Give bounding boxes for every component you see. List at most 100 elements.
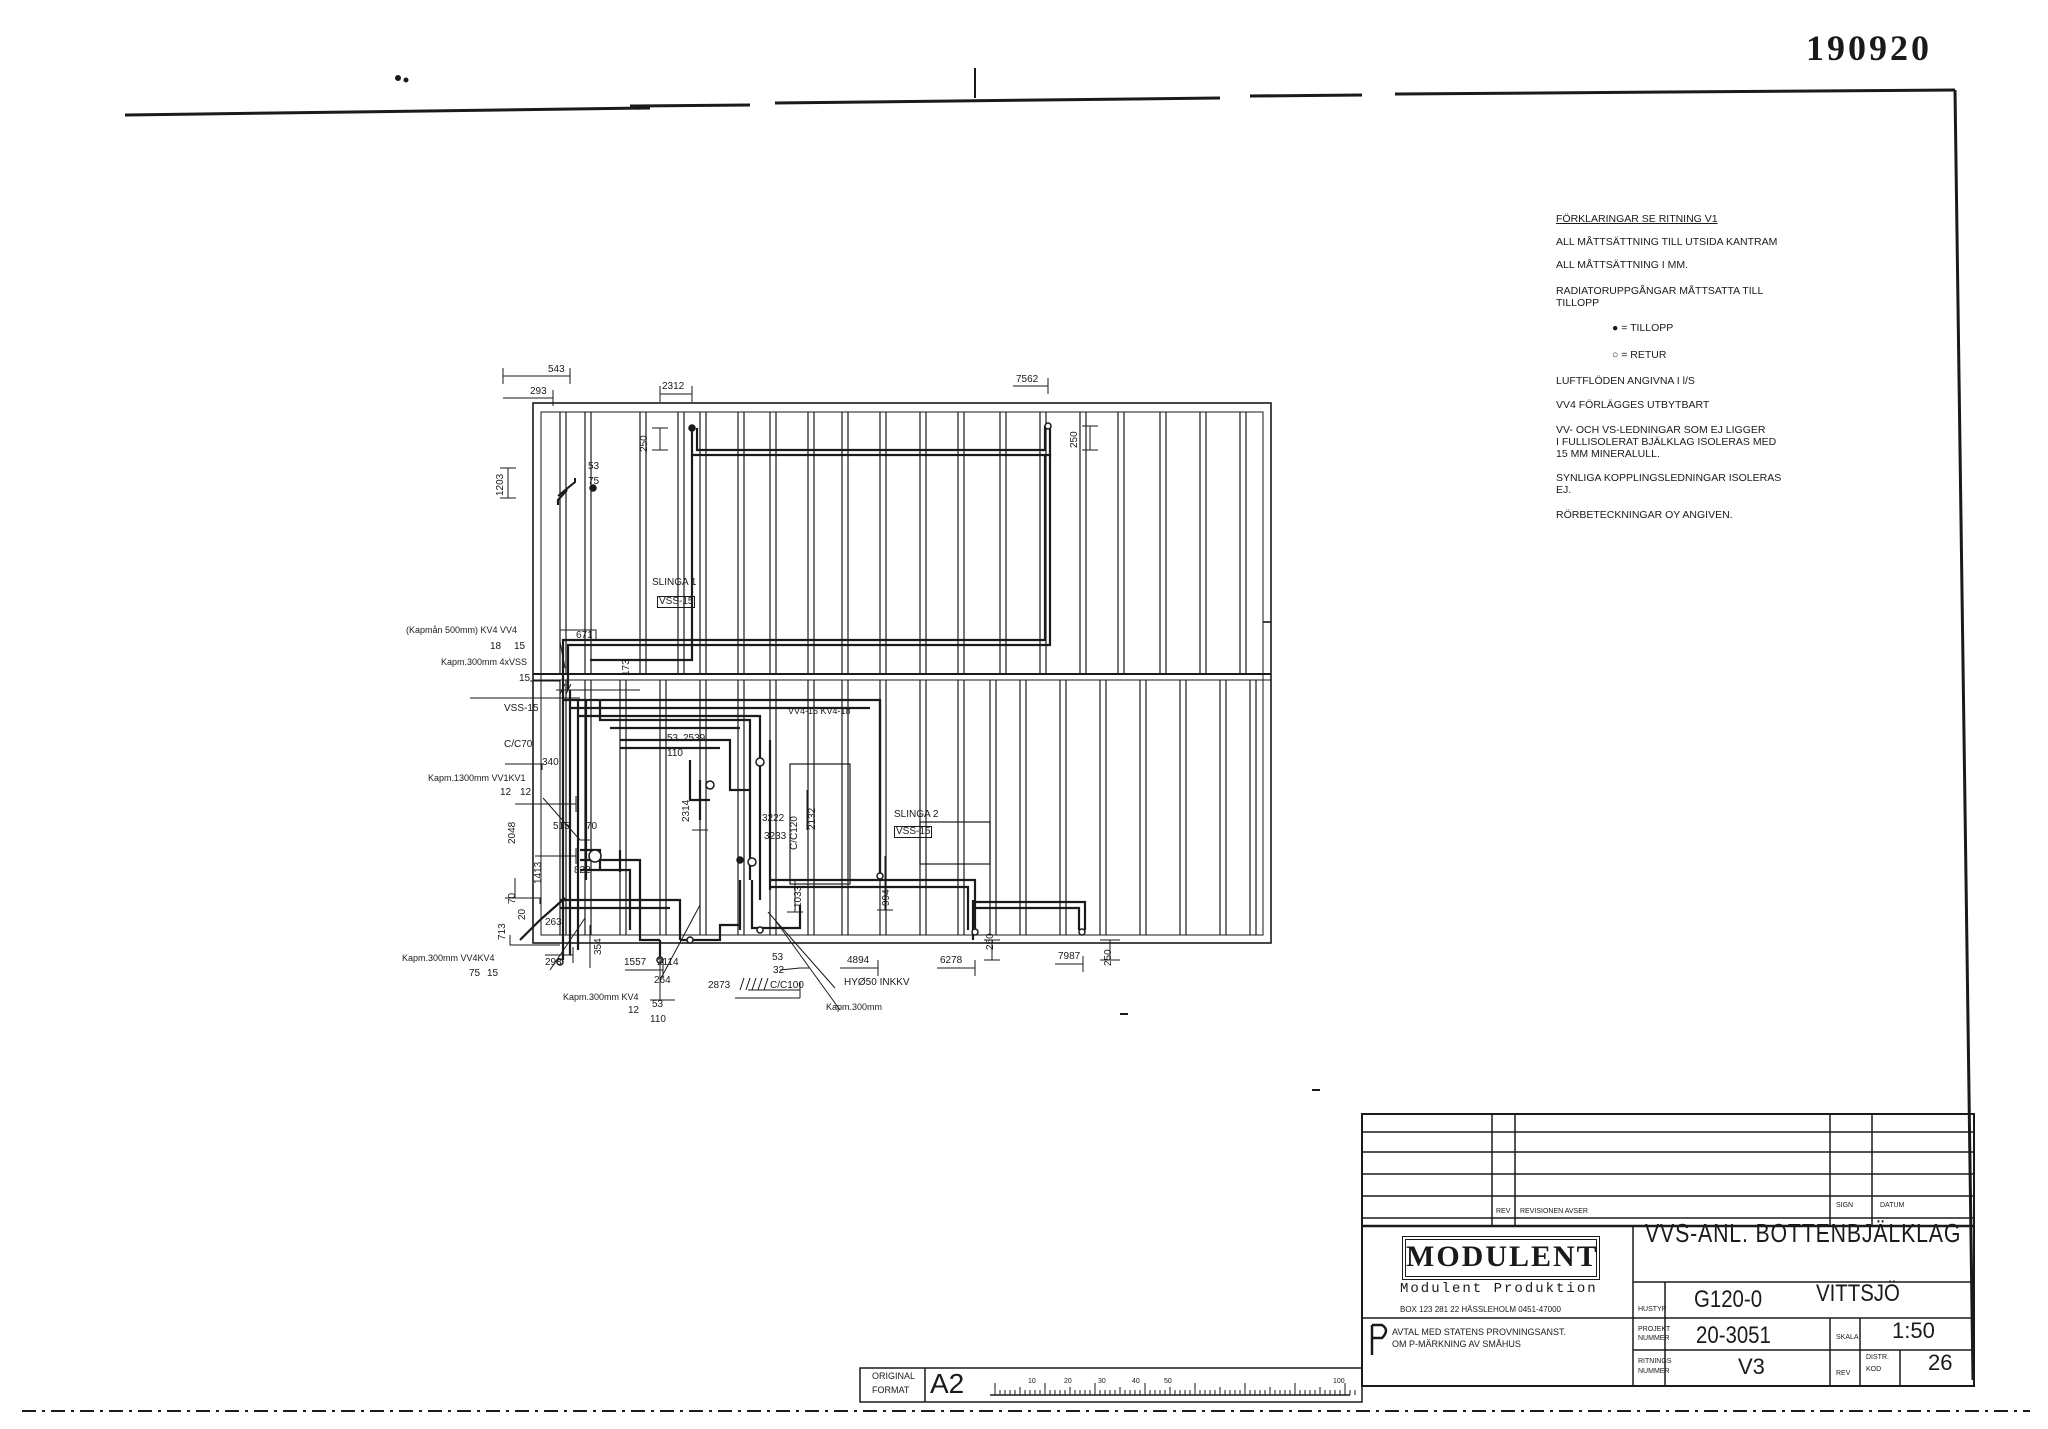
scale-tick-label: 10	[1028, 1378, 1036, 1385]
dimension-label: 7562	[1016, 374, 1039, 385]
sign-header: SIGN	[1836, 1202, 1854, 1209]
scale-tick-label: 30	[1098, 1378, 1106, 1385]
dimension-label: 994	[881, 889, 892, 906]
dimension-label: 515	[553, 821, 570, 832]
dimension-label: 2873	[708, 980, 731, 991]
note-line: ALL MÅTTSÄTTNING TILL UTSIDA KANTRAM	[1556, 236, 1778, 248]
sheet-frame	[22, 68, 2030, 1412]
title-block-grid	[1361, 1113, 1975, 1387]
dimension-label: 70	[507, 892, 518, 904]
dimension-label: 4894	[847, 955, 870, 966]
format-value: A2	[930, 1368, 965, 1399]
p-mark-icon	[1370, 1323, 1388, 1355]
note-line: RÖRBETECKNINGAR OY ANGIVEN.	[1556, 509, 1733, 521]
agreement-line: OM P-MÄRKNING AV SMÅHUS	[1392, 1339, 1521, 1349]
dimension-label: 1413	[533, 861, 544, 884]
note-line: VV- OCH VS-LEDNINGAR SOM EJ LIGGER	[1556, 424, 1766, 436]
dimension-label: 20	[517, 908, 528, 920]
hustyp-value: G120-0	[1694, 1286, 1763, 1313]
note-line: FÖRKLARINGAR SE RITNING V1	[1556, 213, 1718, 225]
company-logo: MODULENT	[1402, 1236, 1600, 1280]
pipe-label: Kapm.300mm VV4KV4	[402, 953, 495, 963]
dimension-label: 250	[1069, 431, 1080, 448]
distr-label: KOD	[1866, 1366, 1882, 1373]
note-line: 15 MM MINERALULL.	[1556, 448, 1660, 460]
format-label: ORIGINAL	[872, 1371, 916, 1381]
scale-tick-label: 20	[1064, 1378, 1072, 1385]
note-line: VV4 FÖRLÄGGES UTBYTBART	[1556, 399, 1710, 411]
dimension-label: 1203	[495, 473, 506, 496]
section-marks	[395, 75, 1320, 1091]
dimension-label: 354	[593, 938, 604, 955]
dimension-label: 12	[520, 787, 532, 798]
hustyp-label: HUSTYP	[1638, 1306, 1667, 1313]
dimension-label: 15	[487, 968, 499, 979]
loop-label: SLINGA 1	[652, 577, 697, 588]
pipe-label: VV4-15 KV4-18	[788, 706, 851, 716]
place-value: VITTSJÖ	[1816, 1280, 1900, 1307]
skala-value: 1:50	[1892, 1318, 1935, 1343]
dimension-lines	[470, 368, 1120, 1011]
dimension-label: 2539	[683, 733, 706, 744]
note-line: RADIATORUPPGÅNGAR MÅTTSATTA TILL	[1556, 285, 1764, 297]
pipe-runs	[519, 426, 1087, 960]
note-line: I FULLISOLERAT BJÄLKLAG ISOLERAS MED	[1556, 436, 1777, 448]
dimension-label: 250	[985, 933, 996, 950]
datum-header: DATUM	[1880, 1202, 1905, 1209]
pipe-label: Kapm.1300mm VV1KV1	[428, 773, 526, 783]
scale-tick-label: 100	[1333, 1378, 1345, 1385]
dimension-label: 2312	[662, 381, 685, 392]
format-label: FORMAT	[872, 1385, 910, 1395]
drawing-title: VVS-ANL. BOTTENBJÄLKLAG	[1645, 1218, 1962, 1248]
note-line: SYNLIGA KOPPLINGSLEDNINGAR ISOLERAS	[1556, 472, 1782, 484]
loop-label: SLINGA 2	[894, 809, 939, 820]
dimension-label: 822	[574, 865, 591, 876]
dimension-label: 543	[548, 364, 565, 375]
projekt-label: NUMMER	[1638, 1335, 1670, 1342]
dimension-label: 15	[514, 641, 526, 652]
pipe-label: VSS-15	[504, 703, 539, 714]
dimension-label: 2114	[657, 957, 679, 968]
company-address: BOX 123 281 22 HÄSSLEHOLM 0451-47000	[1400, 1305, 1561, 1314]
pipe-label: C/C70	[504, 739, 533, 750]
loop-label: VSS-15	[657, 596, 696, 608]
note-line: ● = TILLOPP	[1612, 322, 1674, 334]
floor-plan	[532, 402, 1272, 944]
company-subtitle: Modulent Produktion	[1400, 1281, 1598, 1297]
dimension-label: 12	[628, 1005, 640, 1016]
dimension-label: 6278	[940, 955, 963, 966]
note-line: LUFTFLÖDEN ANGIVNA I l/S	[1556, 375, 1695, 387]
pipe-label: 53	[772, 952, 784, 963]
dimension-label: 250	[1103, 949, 1114, 966]
agreement-line: AVTAL MED STATENS PROVNINGSANST.	[1392, 1327, 1567, 1337]
dimension-label: 264	[654, 975, 671, 986]
ritning-label: NUMMER	[1638, 1368, 1670, 1375]
pipe-label: 110	[650, 1014, 666, 1025]
format-strip	[859, 1367, 1363, 1403]
dimension-label: 12	[500, 787, 512, 798]
pipe-label: 110	[667, 748, 683, 759]
dimension-label: 713	[497, 923, 508, 940]
dimension-label: 2048	[507, 821, 518, 844]
pipe-label: 53	[588, 461, 600, 472]
dimension-label: 1033	[793, 885, 804, 908]
ritning-label: RITNINGS	[1638, 1358, 1672, 1365]
pipe-label: Kapm.300mm 4xVSS	[441, 657, 528, 667]
pipe-label: 53	[667, 733, 679, 744]
note-line: ALL MÅTTSÄTTNING I MM.	[1556, 259, 1689, 271]
dimension-label: 340	[542, 757, 559, 768]
dimension-label: 15	[519, 673, 531, 684]
rev-header: REV	[1496, 1208, 1511, 1215]
dimension-label: 3222	[762, 813, 785, 824]
dimension-label: 173	[621, 659, 632, 676]
pipe-label: 53	[652, 999, 664, 1010]
dimension-label: 70	[586, 821, 598, 832]
pipe-label: 32	[773, 965, 785, 976]
dimension-label: 75	[469, 968, 481, 979]
distr-label: DISTR.	[1866, 1354, 1889, 1361]
skala-label: SKALA	[1836, 1334, 1859, 1341]
dimension-label: 7987	[1058, 951, 1081, 962]
dimension-label: 671	[576, 630, 593, 641]
projekt-label: PROJEKT	[1638, 1326, 1671, 1333]
dimension-label: 293	[545, 957, 562, 968]
